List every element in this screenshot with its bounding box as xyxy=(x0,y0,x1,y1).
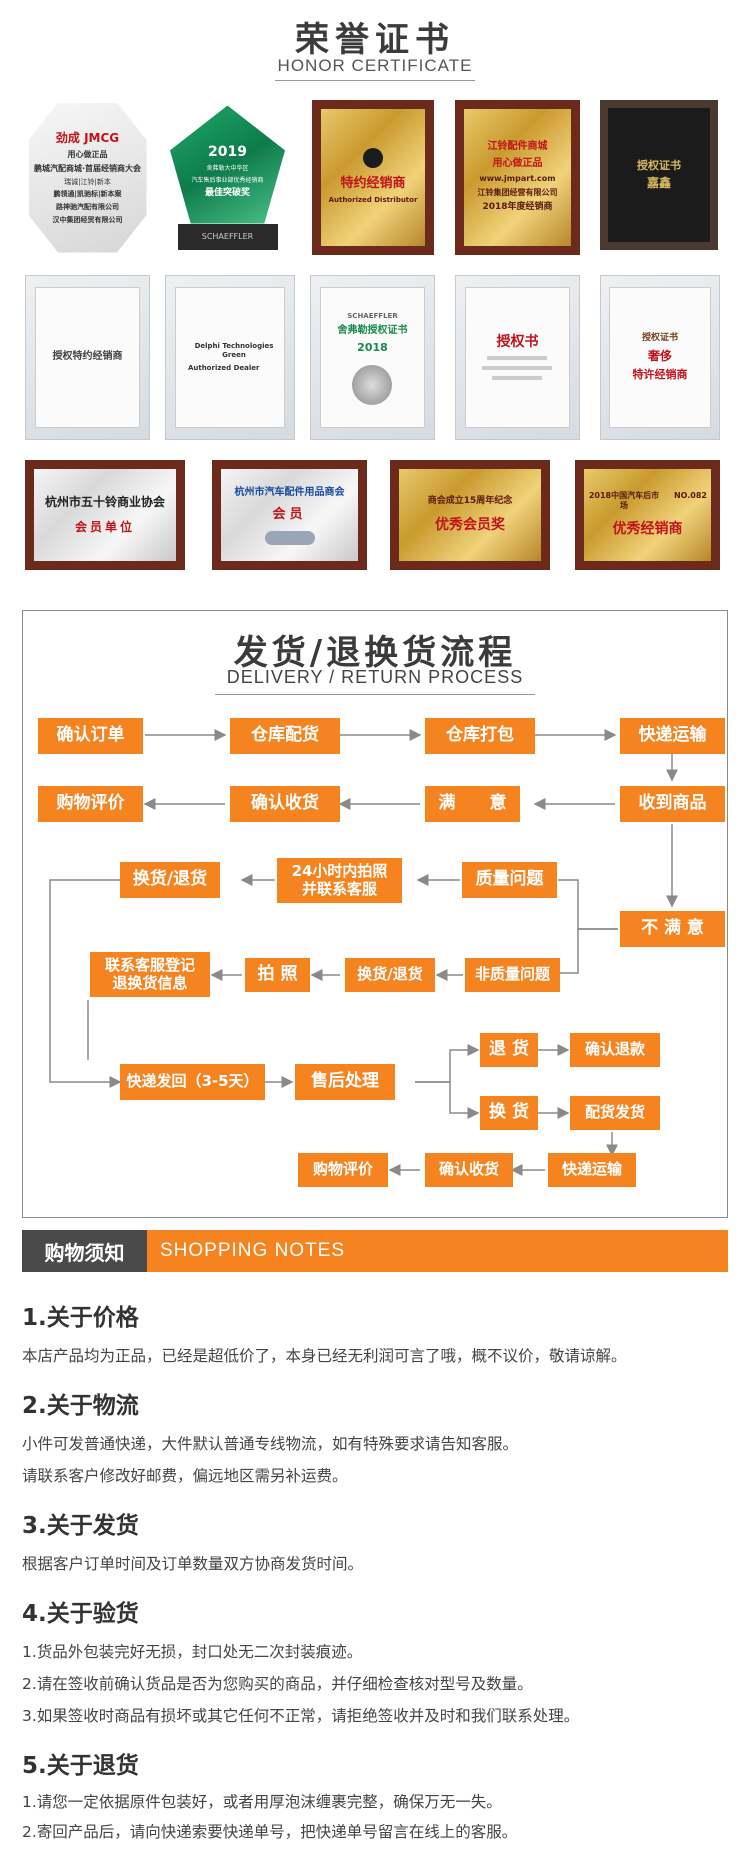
flow-node-confirm-order: 确认订单 xyxy=(38,718,143,754)
flow-node-product-review: 购物评价 xyxy=(38,786,143,822)
flow-node-warehouse-pack: 仓库打包 xyxy=(425,718,535,754)
flow-node-exchange-return: 换货/退货 xyxy=(120,862,220,898)
flow-node-express-return: 快递发回（3-5天） xyxy=(120,1064,265,1100)
shopping-notes-bar: 购物须知 SHOPPING NOTES xyxy=(22,1230,728,1272)
cert-plaque-auto-parts-chamber: 杭州市汽车配件用品商会 会员 xyxy=(212,460,367,570)
note-text-shipping-1: 根据客户订单时间及订单数量双方协商发货时间。 xyxy=(22,1555,364,1573)
flow-node-photo-24h: 24小时内拍照 并联系客服 xyxy=(277,858,402,903)
note-text-inspection-1: 1.货品外包装完好无损，封口处无二次封装痕迹。 xyxy=(22,1643,363,1661)
honor-subtitle: HONOR CERTIFICATE xyxy=(277,56,473,75)
flow-divider xyxy=(215,694,535,695)
note-text-inspection-3: 3.如果签收时商品有损坏或其它任何不正常，请拒绝签收并及时和我们联系处理。 xyxy=(22,1707,580,1725)
cert-glass-delphi: Delphi Technologies Green Authorized Dea… xyxy=(165,275,295,440)
flow-node-take-photo: 拍 照 xyxy=(245,958,310,992)
note-heading-shipping: 3.关于发货 xyxy=(22,1513,139,1539)
flow-node-confirm-receipt-2: 确认收货 xyxy=(425,1153,513,1187)
flow-node-return-goods: 退 货 xyxy=(480,1033,538,1067)
note-heading-inspection: 4.关于验货 xyxy=(22,1601,139,1627)
cert-glass-authorization: 授权书 xyxy=(455,275,580,440)
flow-node-express-ship-2: 快递运输 xyxy=(548,1153,636,1187)
cert-plaque-authorized-distributor: 特约经销商 Authorized Distributor xyxy=(312,100,434,255)
note-text-returns-2: 2.寄回产品后，请向快递索要快递单号，把快递单号留言在线上的客服。 xyxy=(22,1823,518,1841)
flow-node-not-satisfied: 不 满 意 xyxy=(620,911,725,947)
flow-node-express-ship: 快递运输 xyxy=(620,718,725,754)
cert-trophy-schaeffler: 2019 舍弗勒大中华区 汽车售后事业部优秀经销商 最佳突破奖 SCHAEFFL… xyxy=(165,100,290,255)
flow-node-confirm-receipt: 确认收货 xyxy=(230,786,340,822)
note-text-inspection-2: 2.请在签收前确认货品是否为您购买的商品，并仔细检查核对型号及数量。 xyxy=(22,1675,533,1693)
flow-node-after-sales: 售后处理 xyxy=(295,1064,395,1100)
cert-plaque-jmpart: 江铃配件商城 用心做正品 www.jmpart.com 江铃集团经营有限公司 2… xyxy=(455,100,580,255)
flow-node-satisfied: 满 意 xyxy=(425,786,520,822)
flow-node-reship: 配货发货 xyxy=(570,1096,660,1130)
flow-node-non-quality-issue: 非质量问题 xyxy=(465,958,560,992)
cert-trophy-jmcg: 劲成 JMCG 用心做正品 鹏城汽配商城·首届经销商大会 瑞诚|江铃|新本 鹏领… xyxy=(25,100,150,255)
note-text-logistics-1: 小件可发普通快递，大件默认普通专线物流，如有特殊要求请告知客服。 xyxy=(22,1435,519,1453)
note-heading-returns: 5.关于退货 xyxy=(22,1753,139,1779)
cert-glass-franchise: 授权证书 奢侈 特许经销商 xyxy=(600,275,720,440)
cert-glass-schaeffler-2018: SCHAEFFLER 舍弗勒授权证书 2018 xyxy=(310,275,435,440)
cert-plaque-excellent-dealer: 2018中国汽车后市场 NO.082 优秀经销商 xyxy=(575,460,720,570)
flow-node-received-goods: 收到商品 xyxy=(620,786,725,822)
note-text-logistics-2: 请联系客户修改好邮费，偏远地区需另补运费。 xyxy=(22,1467,348,1485)
shopping-notes-subtitle: SHOPPING NOTES xyxy=(160,1240,346,1261)
flow-node-quality-issue: 质量问题 xyxy=(462,862,557,898)
flow-node-confirm-refund: 确认退款 xyxy=(570,1033,660,1067)
flow-node-exchange-goods: 换 货 xyxy=(480,1096,538,1130)
flow-title: 发货/退换货流程 xyxy=(233,633,517,673)
cert-glass-authorized-dealer: 授权特约经销商 xyxy=(25,275,150,440)
cert-plaque-isuzu-association: 杭州市五十铃商业协会 会员单位 xyxy=(25,460,185,570)
note-heading-price: 1.关于价格 xyxy=(22,1305,139,1331)
note-text-returns-1: 1.请您一定依据原件包装好，或者用厚泡沫缠裹完整，确保万无一失。 xyxy=(22,1793,502,1811)
cert-plaque-15th-anniversary: 商会成立15周年纪念 优秀会员奖 xyxy=(390,460,550,570)
flow-node-contact-service: 联系客服登记 退换货信息 xyxy=(90,952,210,997)
cert-plaque-black: 授权证书 嘉鑫 xyxy=(600,100,718,250)
note-text-price-1: 本店产品均为正品，已经是超低价了，本身已经无利润可言了哦，概不议价，敬请谅解。 xyxy=(22,1347,627,1365)
flow-node-exchange-return-2: 换货/退货 xyxy=(345,958,435,992)
note-heading-logistics: 2.关于物流 xyxy=(22,1393,139,1419)
flow-subtitle: DELIVERY / RETURN PROCESS xyxy=(226,667,524,687)
shopping-notes-title: 购物须知 xyxy=(22,1230,147,1272)
honor-divider xyxy=(275,80,475,81)
flow-node-product-review-2: 购物评价 xyxy=(298,1153,388,1187)
honor-title: 荣誉证书 xyxy=(295,20,455,60)
flow-node-warehouse-allocate: 仓库配货 xyxy=(230,718,340,754)
